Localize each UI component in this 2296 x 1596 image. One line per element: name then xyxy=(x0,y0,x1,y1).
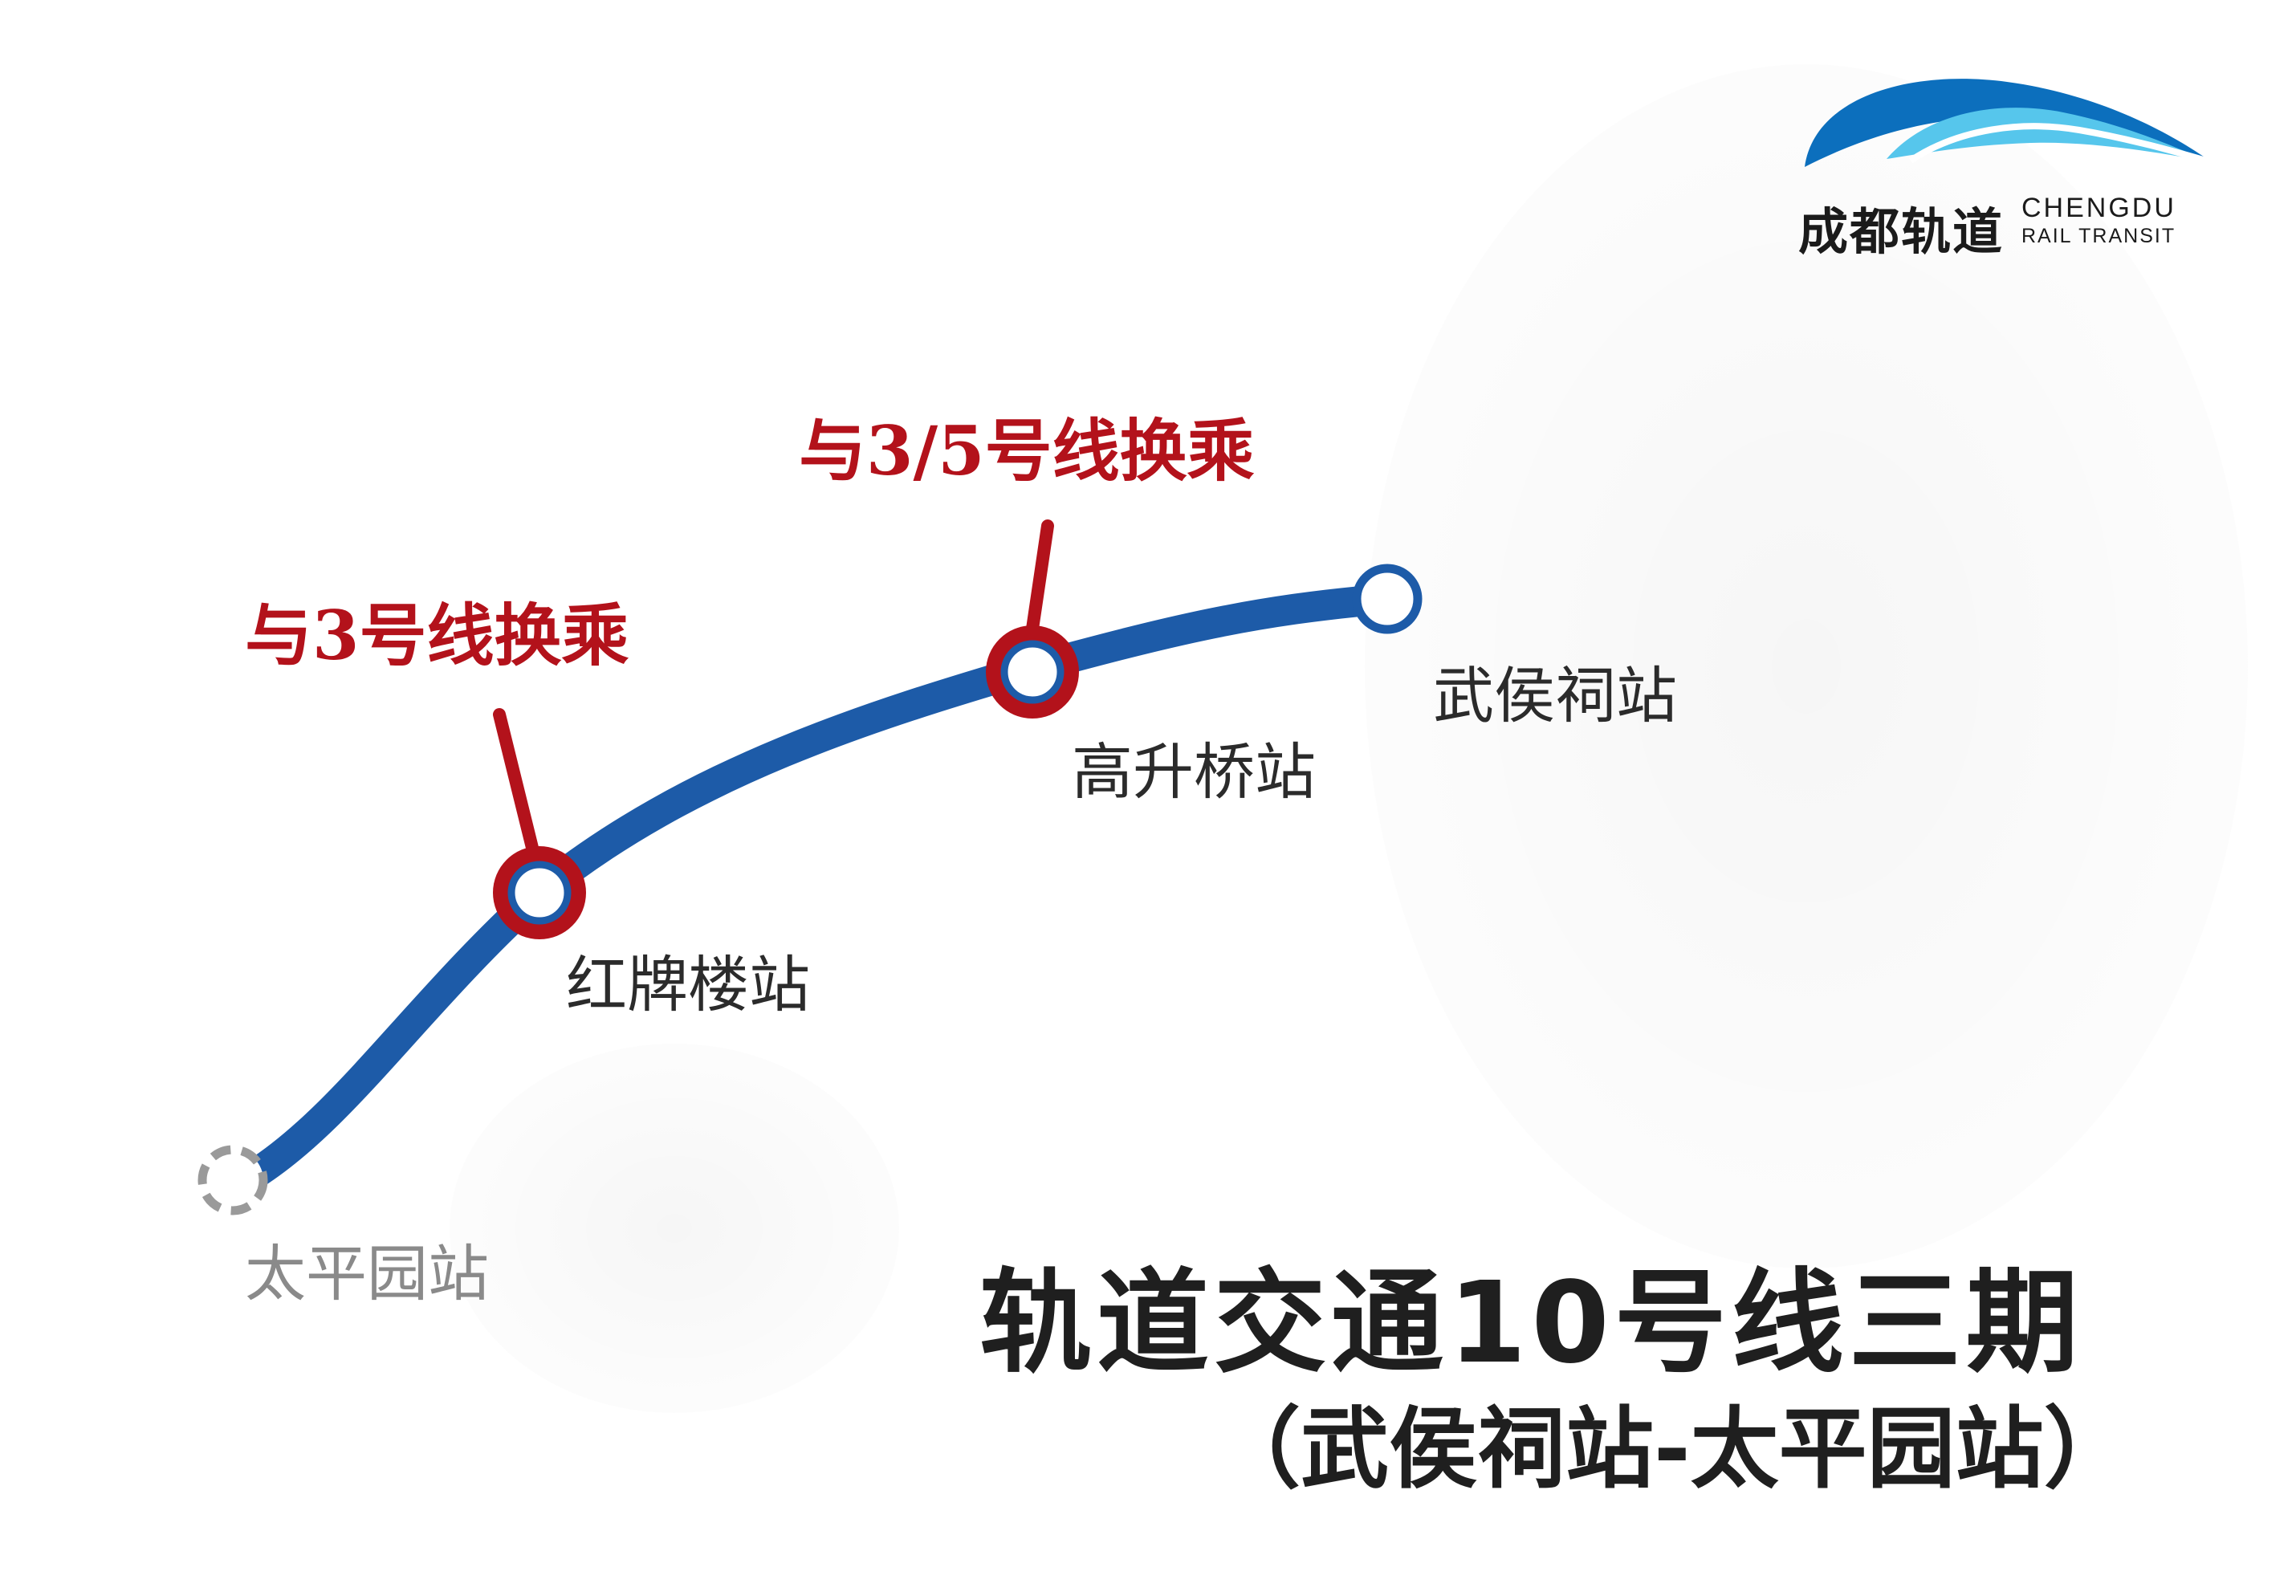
map-subtitle: （武侯祠站-太平园站） xyxy=(1212,1398,2132,1500)
map-title: 轨道交通10号线三期 xyxy=(979,1258,2083,1389)
background-shade xyxy=(1365,64,2248,1268)
station-label-taipingyuan: 太平园站 xyxy=(245,1238,489,1309)
logo-arc-icon xyxy=(1805,79,2213,167)
transfer-pointer-hongpailou xyxy=(493,708,539,857)
logo-name-en-2: RAIL TRANSIT xyxy=(2021,225,2176,247)
transfer-note-gaoshengqiao: 与3/5号线换乘 xyxy=(799,411,1255,491)
background-shade xyxy=(450,1044,899,1413)
transfer-pointer-gaoshengqiao xyxy=(1025,519,1054,641)
station-marker-taipingyuan[interactable] xyxy=(197,1145,268,1215)
logo-name-en-1: CHENGDU xyxy=(2021,193,2176,223)
station-marker-wuhouci[interactable] xyxy=(1352,564,1423,634)
station-label-gaoshengqiao: 高升桥站 xyxy=(1072,736,1316,808)
transfer-note-hongpailou: 与3号线换乘 xyxy=(245,596,629,675)
chengdu-rail-logo: 成都轨道 CHENGDU RAIL TRANSIT xyxy=(1798,64,2216,261)
station-marker-gaoshengqiao-inner xyxy=(1000,640,1065,704)
station-marker-hongpailou-inner xyxy=(507,861,572,925)
station-label-hongpailou: 红牌楼站 xyxy=(566,949,810,1020)
logo-name-cn: 成都轨道 xyxy=(1798,202,2005,261)
station-label-wuhouci: 武侯祠站 xyxy=(1433,660,1677,731)
line-10-phase3-track xyxy=(240,584,1402,1189)
